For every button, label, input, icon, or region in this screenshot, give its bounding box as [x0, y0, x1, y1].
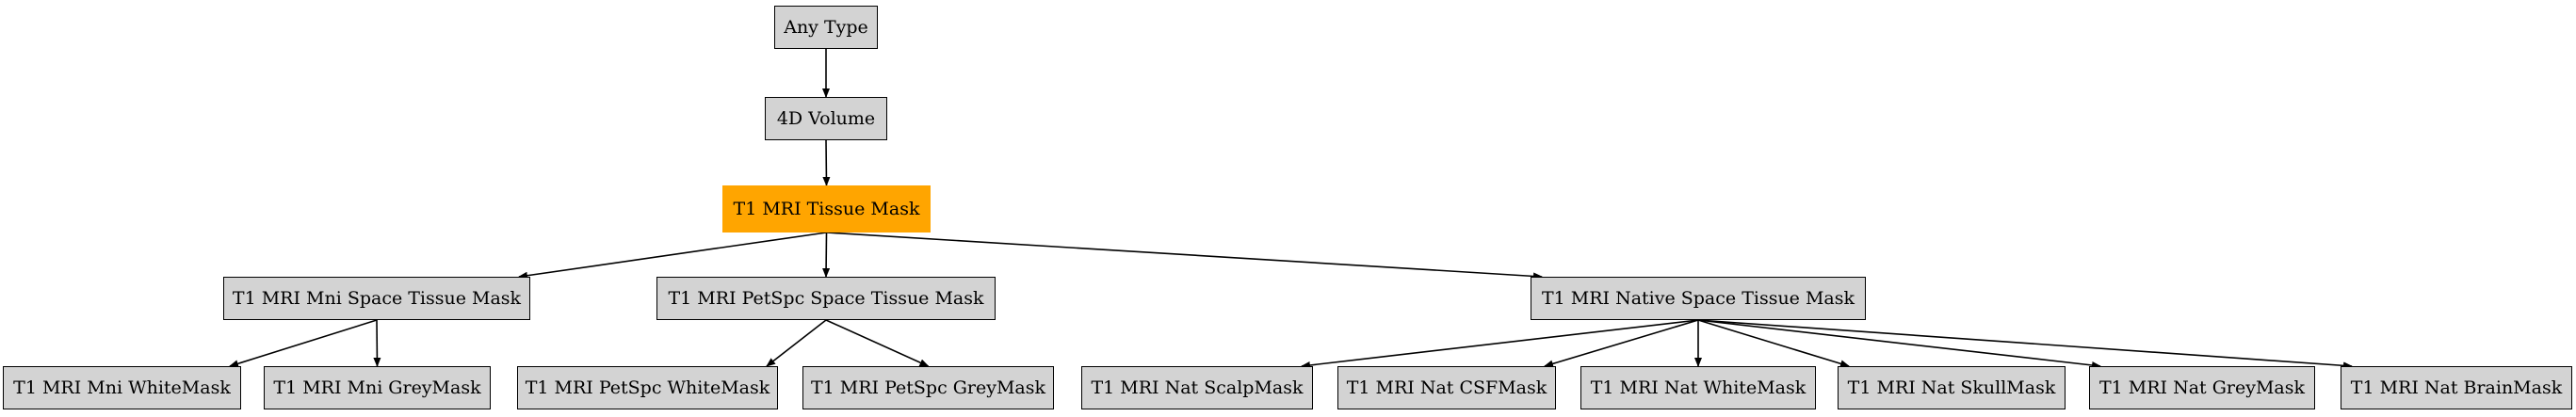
edge-petspc_tissue_mask-to-petspc_white: [766, 319, 827, 367]
edge-mni_tissue_mask-to-mni_white: [229, 319, 378, 368]
node-t1-mri-native-space-tissue-mask[interactable]: T1 MRI Native Space Tissue Mask: [1531, 277, 1866, 320]
node-t1-mri-petspc-space-tissue-mask[interactable]: T1 MRI PetSpc Space Tissue Mask: [656, 277, 996, 320]
node-label: T1 MRI PetSpc Space Tissue Mask: [668, 288, 984, 309]
node-t1-mri-mni-whitemask[interactable]: T1 MRI Mni WhiteMask: [3, 366, 241, 409]
node-label: T1 MRI Nat BrainMask: [2350, 377, 2563, 398]
node-label: 4D Volume: [776, 108, 876, 129]
edge-native_tissue_mask-to-nat_brain: [1697, 319, 2353, 370]
node-t1-mri-nat-whitemask[interactable]: T1 MRI Nat WhiteMask: [1580, 366, 1816, 409]
edge-native_tissue_mask-to-nat_grey: [1697, 319, 2101, 369]
node-label: T1 MRI Mni WhiteMask: [13, 377, 231, 398]
edge-t1_tissue_mask-to-native_tissue_mask: [826, 232, 1543, 281]
node-label: T1 MRI Native Space Tissue Mask: [1541, 288, 1855, 309]
edge-t1_tissue_mask-to-mni_tissue_mask: [518, 232, 827, 280]
node-any-type[interactable]: Any Type: [774, 6, 878, 49]
node-label: Any Type: [784, 17, 868, 38]
node-label: T1 MRI Mni GreyMask: [273, 377, 481, 398]
node-label: T1 MRI Nat SkullMask: [1847, 377, 2056, 398]
edge-volume_4d-to-t1_tissue_mask: [822, 139, 831, 186]
node-t1-mri-mni-space-tissue-mask[interactable]: T1 MRI Mni Space Tissue Mask: [223, 277, 530, 320]
node-t1-mri-nat-scalpmask[interactable]: T1 MRI Nat ScalpMask: [1081, 366, 1313, 409]
node-t1-mri-petspc-whitemask[interactable]: T1 MRI PetSpc WhiteMask: [517, 366, 778, 409]
node-t1-mri-nat-brainmask[interactable]: T1 MRI Nat BrainMask: [2341, 366, 2572, 409]
node-4d-volume[interactable]: 4D Volume: [765, 97, 887, 140]
node-label: T1 MRI Nat ScalpMask: [1091, 377, 1304, 398]
node-label: T1 MRI Mni Space Tissue Mask: [232, 288, 522, 309]
node-label: T1 MRI Nat CSFMask: [1346, 377, 1547, 398]
node-t1-mri-nat-greymask[interactable]: T1 MRI Nat GreyMask: [2089, 366, 2315, 409]
node-t1-mri-nat-skullmask[interactable]: T1 MRI Nat SkullMask: [1838, 366, 2066, 409]
node-label: T1 MRI PetSpc GreyMask: [810, 377, 1046, 398]
edge-native_tissue_mask-to-nat_scalp: [1301, 319, 1699, 369]
node-t1-mri-tissue-mask[interactable]: T1 MRI Tissue Mask: [722, 185, 931, 233]
node-t1-mri-mni-greymask[interactable]: T1 MRI Mni GreyMask: [264, 366, 491, 409]
edge-petspc_tissue_mask-to-petspc_grey: [825, 319, 930, 367]
node-label: T1 MRI Tissue Mask: [733, 199, 920, 219]
node-label: T1 MRI PetSpc WhiteMask: [525, 377, 770, 398]
edge-mni_tissue_mask-to-mni_grey: [373, 319, 381, 367]
node-t1-mri-petspc-greymask[interactable]: T1 MRI PetSpc GreyMask: [802, 366, 1054, 409]
node-label: T1 MRI Nat GreyMask: [2098, 377, 2306, 398]
edge-native_tissue_mask-to-nat_csf: [1544, 319, 1699, 368]
node-t1-mri-nat-csfmask[interactable]: T1 MRI Nat CSFMask: [1337, 366, 1556, 409]
node-label: T1 MRI Nat WhiteMask: [1590, 377, 1806, 398]
edge-t1_tissue_mask-to-petspc_tissue_mask: [822, 232, 831, 278]
edge-native_tissue_mask-to-nat_skull: [1697, 319, 1850, 368]
